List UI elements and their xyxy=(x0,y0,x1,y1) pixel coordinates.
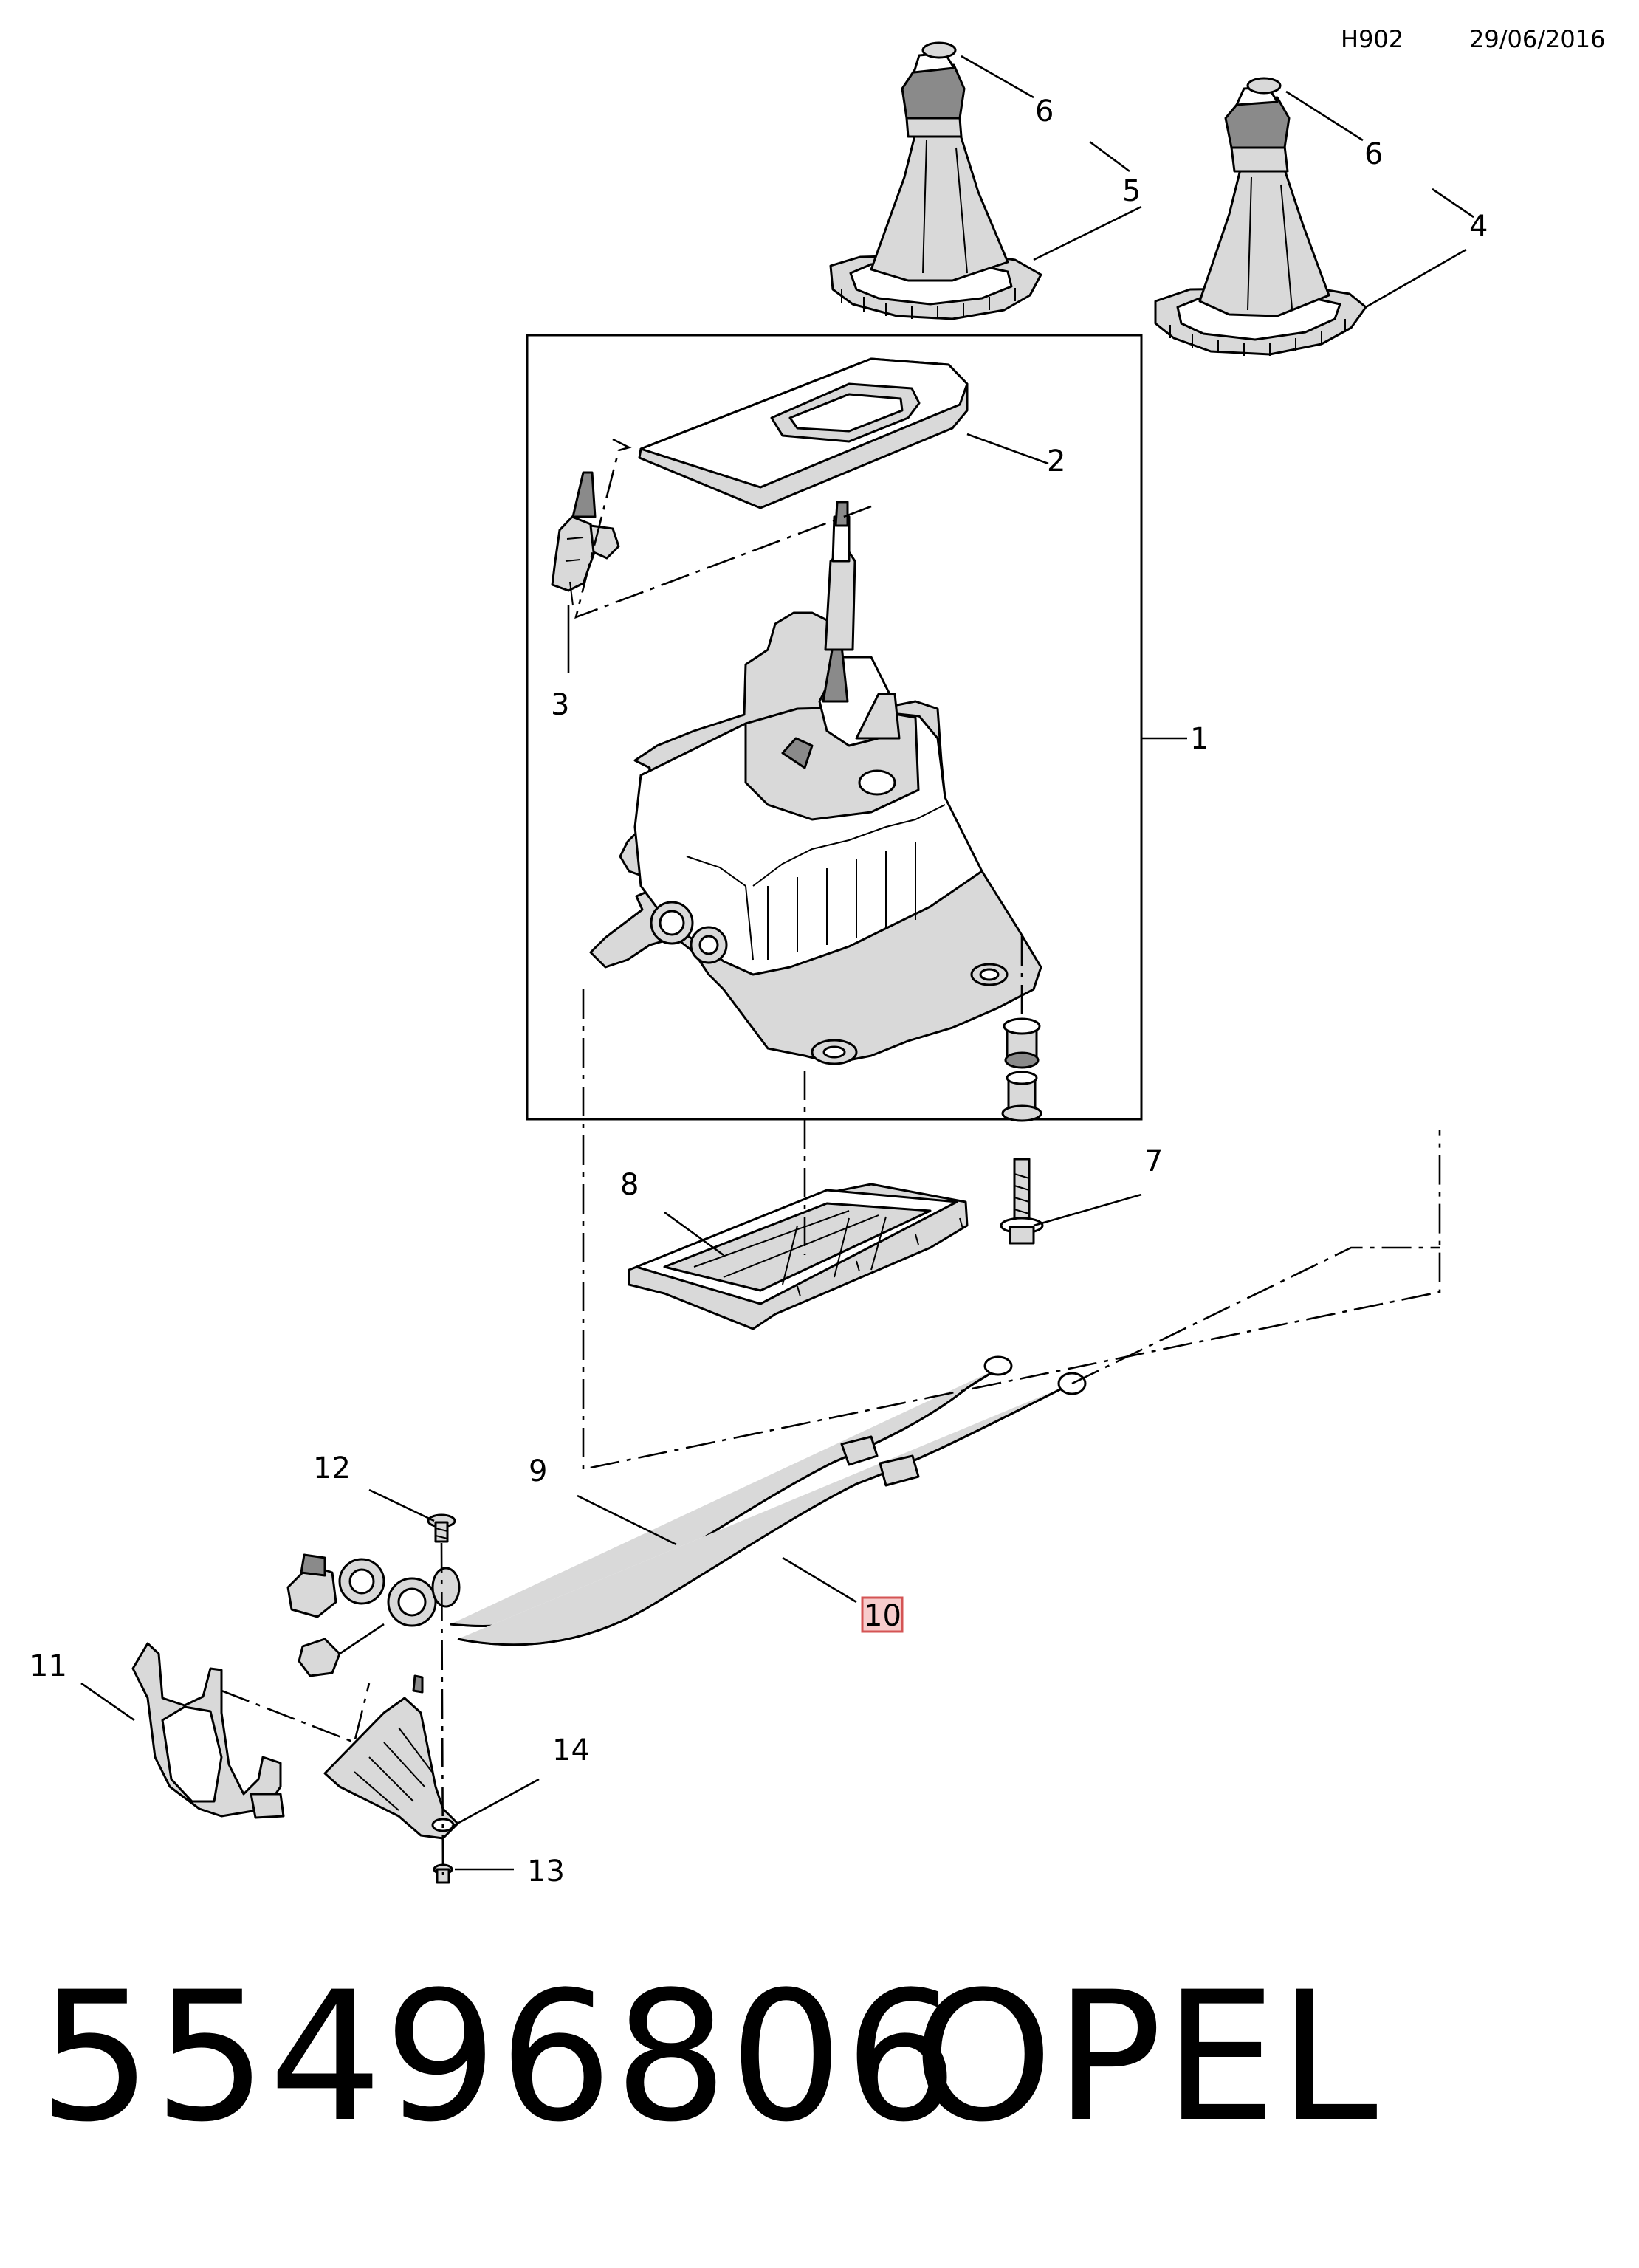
gear-knob-boot-4[interactable] xyxy=(1154,77,1367,356)
callout-13: 13 xyxy=(527,1855,565,1889)
callout-14: 14 xyxy=(552,1733,590,1767)
part-number: 55496806 xyxy=(38,1953,960,2162)
callout-3: 3 xyxy=(551,688,569,722)
callout-5: 5 xyxy=(1122,174,1141,208)
cover-plate-2[interactable] xyxy=(638,357,969,509)
callout-labels: 6 5 6 4 2 3 1 7 8 9 10 11 12 13 14 xyxy=(30,94,1488,1889)
shift-cable-9[interactable] xyxy=(450,1355,1013,1627)
bracket-plate-14[interactable] xyxy=(323,1674,459,1840)
callout-6-left: 6 xyxy=(1035,94,1054,128)
callout-10: 10 xyxy=(864,1599,901,1633)
bracket-11[interactable] xyxy=(131,1642,285,1819)
callout-7: 7 xyxy=(1144,1144,1163,1178)
callout-12: 12 xyxy=(313,1451,351,1485)
diagram-date: 29/06/2016 xyxy=(1469,25,1606,53)
gear-knob-boot-5[interactable] xyxy=(829,41,1042,320)
callout-2: 2 xyxy=(1047,444,1065,478)
cable-end-fittings[interactable] xyxy=(286,1553,461,1677)
callout-8: 8 xyxy=(620,1168,639,1202)
leader-lines xyxy=(80,55,1474,1871)
switch-bracket-3[interactable] xyxy=(551,471,620,606)
assembly-lines xyxy=(221,438,1441,1876)
assembly-box xyxy=(526,334,1143,1121)
nut-13[interactable] xyxy=(433,1863,453,1884)
screw-12[interactable] xyxy=(427,1513,456,1543)
callout-10-highlight xyxy=(861,1596,904,1633)
diagram-code: H902 xyxy=(1341,25,1404,53)
shift-cable-10[interactable] xyxy=(457,1372,1087,1646)
callout-6-right: 6 xyxy=(1364,137,1383,171)
callout-9: 9 xyxy=(529,1454,547,1488)
seal-plate-8[interactable] xyxy=(628,1183,969,1330)
callout-4: 4 xyxy=(1469,210,1488,244)
brand-name: OPEL xyxy=(913,1953,1380,2162)
callout-1: 1 xyxy=(1190,722,1209,756)
bolt-7[interactable] xyxy=(1000,1017,1044,1245)
callout-11: 11 xyxy=(30,1649,67,1683)
shifter-housing[interactable] xyxy=(589,501,1042,1065)
